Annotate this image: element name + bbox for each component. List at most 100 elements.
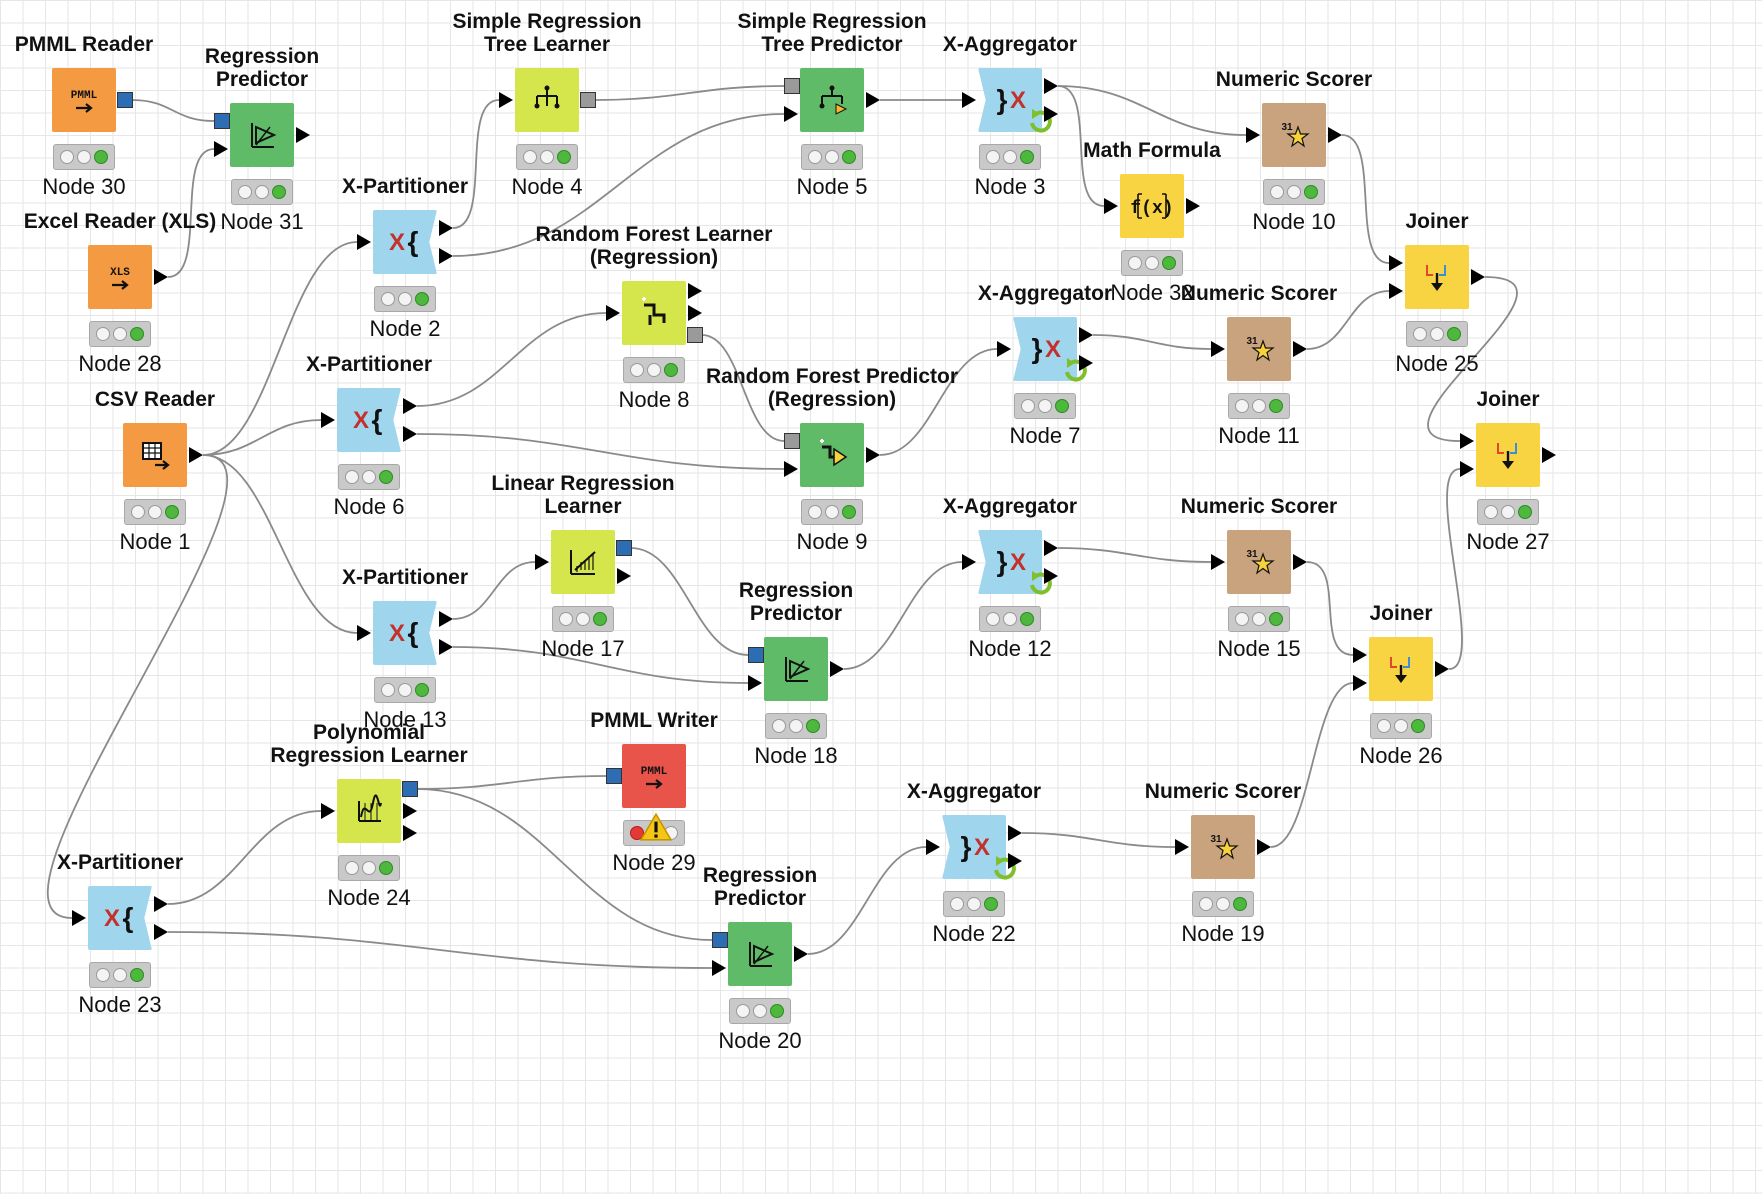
input-port[interactable] — [962, 554, 976, 570]
output-port[interactable] — [617, 568, 631, 584]
output-port[interactable] — [403, 426, 417, 442]
input-port[interactable] — [748, 647, 764, 663]
node-box[interactable]: }X — [978, 530, 1042, 594]
output-port[interactable] — [688, 283, 702, 299]
connection-edge[interactable] — [452, 113, 785, 257]
input-port[interactable] — [784, 461, 798, 477]
node-box[interactable] — [1476, 423, 1540, 487]
output-port[interactable] — [580, 92, 596, 108]
connection-edge[interactable] — [1446, 468, 1463, 670]
input-port[interactable] — [535, 554, 549, 570]
output-port[interactable] — [1186, 198, 1200, 214]
output-port[interactable] — [1044, 540, 1058, 556]
node-box[interactable] — [1369, 637, 1433, 701]
output-port[interactable] — [1079, 355, 1093, 371]
node-box[interactable]: X{ — [337, 388, 401, 452]
connection-edge[interactable] — [416, 788, 713, 941]
output-port[interactable] — [1257, 839, 1271, 855]
connection-edge[interactable] — [202, 419, 322, 456]
output-port[interactable] — [1542, 447, 1556, 463]
input-port[interactable] — [214, 141, 228, 157]
input-port[interactable] — [1246, 127, 1260, 143]
input-port[interactable] — [962, 92, 976, 108]
connection-edge[interactable] — [1057, 85, 1247, 136]
connection-edge[interactable] — [1057, 547, 1212, 563]
node-box[interactable] — [230, 103, 294, 167]
output-port[interactable] — [439, 611, 453, 627]
output-port[interactable] — [688, 305, 702, 321]
output-port[interactable] — [1008, 825, 1022, 841]
input-port[interactable] — [606, 768, 622, 784]
node-box[interactable] — [551, 530, 615, 594]
node-box[interactable] — [337, 779, 401, 843]
connection-edge[interactable] — [167, 148, 215, 278]
node-box[interactable] — [1405, 245, 1469, 309]
node-box[interactable] — [800, 68, 864, 132]
output-port[interactable] — [1293, 554, 1307, 570]
node-box[interactable]: XLS — [88, 245, 152, 309]
node-box[interactable]: 31 — [1227, 530, 1291, 594]
input-port[interactable] — [784, 106, 798, 122]
output-port[interactable] — [616, 540, 632, 556]
connection-edge[interactable] — [1021, 832, 1176, 848]
output-port[interactable] — [403, 825, 417, 841]
connection-edge[interactable] — [202, 454, 358, 634]
output-port[interactable] — [439, 248, 453, 264]
connection-edge[interactable] — [843, 561, 963, 670]
output-port[interactable] — [403, 398, 417, 414]
connection-edge[interactable] — [131, 99, 215, 122]
output-port[interactable] — [830, 661, 844, 677]
output-port[interactable] — [1008, 853, 1022, 869]
input-port[interactable] — [784, 433, 800, 449]
output-port[interactable] — [189, 447, 203, 463]
node-box[interactable]: }X — [1013, 317, 1077, 381]
input-port[interactable] — [1211, 554, 1225, 570]
output-port[interactable] — [296, 127, 310, 143]
output-port[interactable] — [1044, 78, 1058, 94]
output-port[interactable] — [154, 896, 168, 912]
node-box[interactable] — [764, 637, 828, 701]
output-port[interactable] — [1435, 661, 1449, 677]
node-box[interactable]: X{ — [373, 601, 437, 665]
output-port[interactable] — [1471, 269, 1485, 285]
node-box[interactable]: X{ — [88, 886, 152, 950]
output-port[interactable] — [1044, 568, 1058, 584]
input-port[interactable] — [321, 412, 335, 428]
node-box[interactable] — [728, 922, 792, 986]
connection-edge[interactable] — [1057, 85, 1105, 207]
connection-edge[interactable] — [416, 312, 607, 407]
connection-edge[interactable] — [594, 85, 785, 101]
output-port[interactable] — [794, 946, 808, 962]
node-box[interactable]: 31 — [1227, 317, 1291, 381]
input-port[interactable] — [712, 932, 728, 948]
input-port[interactable] — [606, 305, 620, 321]
output-port[interactable] — [1079, 327, 1093, 343]
input-port[interactable] — [357, 234, 371, 250]
input-port[interactable] — [784, 78, 800, 94]
connection-edge[interactable] — [416, 433, 785, 470]
node-box[interactable]: f(x) — [1120, 174, 1184, 238]
connection-edge[interactable] — [701, 334, 785, 442]
input-port[interactable] — [1389, 255, 1403, 271]
input-port[interactable] — [357, 625, 371, 641]
output-port[interactable] — [439, 220, 453, 236]
node-box[interactable] — [622, 281, 686, 345]
input-port[interactable] — [748, 675, 762, 691]
connection-edge[interactable] — [167, 931, 713, 969]
connection-edge[interactable] — [879, 348, 998, 456]
output-port[interactable] — [439, 639, 453, 655]
node-box[interactable]: }X — [978, 68, 1042, 132]
connection-edge[interactable] — [1306, 561, 1354, 656]
output-port[interactable] — [402, 781, 418, 797]
node-box[interactable]: 31 — [1191, 815, 1255, 879]
connection-edge[interactable] — [46, 454, 229, 919]
input-port[interactable] — [1211, 341, 1225, 357]
connection-edge[interactable] — [630, 547, 749, 656]
connection-edge[interactable] — [1092, 334, 1212, 350]
input-port[interactable] — [499, 92, 513, 108]
node-box[interactable] — [515, 68, 579, 132]
node-box[interactable]: X{ — [373, 210, 437, 274]
output-port[interactable] — [687, 327, 703, 343]
input-port[interactable] — [1460, 461, 1474, 477]
connection-edge[interactable] — [452, 561, 536, 620]
